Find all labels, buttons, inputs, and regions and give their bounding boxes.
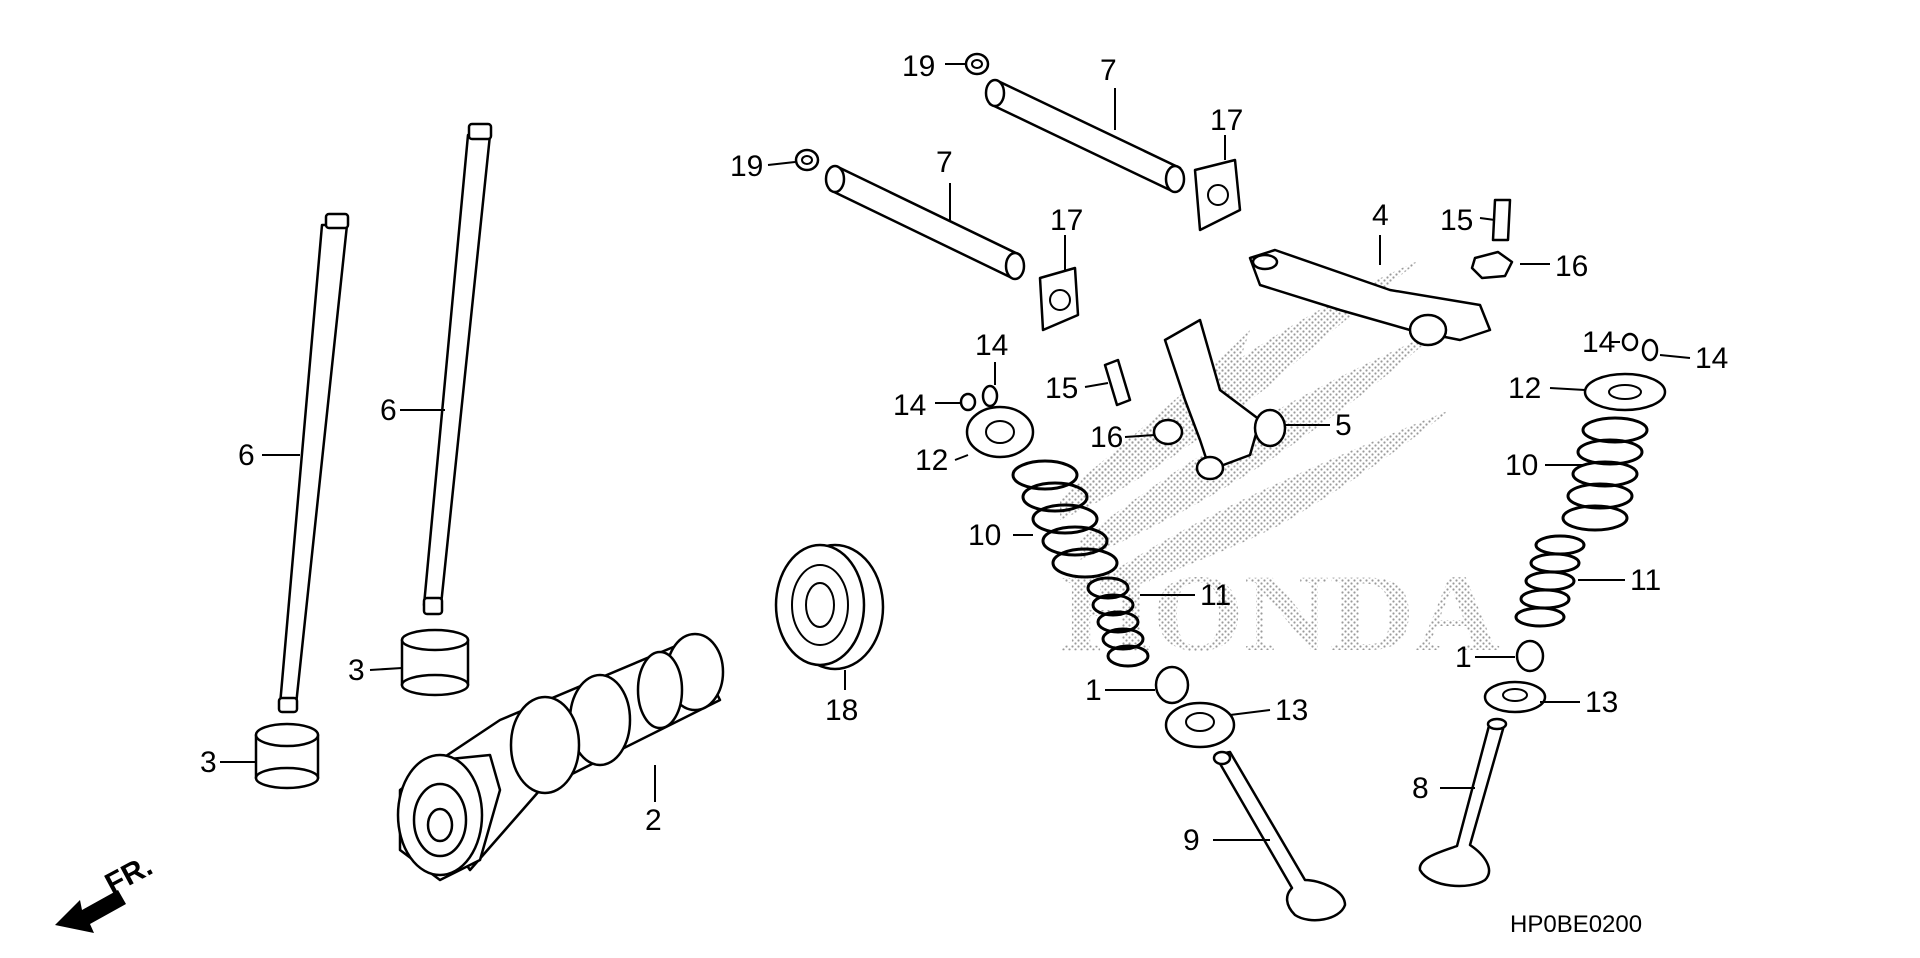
washer-upper (964, 52, 990, 76)
callout-3: 3 (348, 654, 365, 687)
stem-seal-left (1154, 665, 1190, 705)
callout-17: 17 (1210, 104, 1243, 137)
callout-15: 15 (1440, 204, 1473, 237)
spring-seat-right (1483, 680, 1547, 714)
callout-1: 1 (1085, 674, 1102, 707)
diagram-code: HP0BE0200 (1510, 911, 1642, 938)
callout-15: 15 (1045, 372, 1078, 405)
lock-nut-left (1152, 418, 1184, 446)
inner-spring-left (1086, 576, 1150, 668)
callout-12: 12 (915, 444, 948, 477)
plate-upper (1193, 158, 1242, 232)
honda-wing-watermark: HONDA (1060, 260, 1500, 674)
callout-13: 13 (1585, 686, 1618, 719)
lock-nut-right (1470, 250, 1514, 280)
callout-8: 8 (1412, 772, 1429, 805)
cotters-right (1621, 332, 1659, 362)
exhaust-valve (1212, 750, 1347, 922)
outer-spring-right (1561, 416, 1649, 532)
inner-spring-right (1514, 534, 1586, 628)
washer-lower (794, 148, 820, 172)
callout-6: 6 (238, 439, 255, 472)
tappet-lower (254, 722, 320, 790)
callout-7: 7 (1100, 54, 1117, 87)
callout-19: 19 (730, 150, 763, 183)
callout-9: 9 (1183, 824, 1200, 857)
adjusting-screw-left (1103, 358, 1132, 407)
callout-14: 14 (893, 389, 926, 422)
rocker-arm-exhaust (1248, 248, 1492, 347)
rocker-shaft-upper (984, 78, 1186, 194)
cotters-left (959, 384, 999, 412)
callout-16: 16 (1090, 421, 1123, 454)
callout-19: 19 (902, 50, 935, 83)
callout-10: 10 (1505, 449, 1538, 482)
callout-6: 6 (380, 394, 397, 427)
front-arrow-icon (55, 890, 126, 933)
rocker-arm-intake (1163, 318, 1287, 481)
retainer-left (965, 405, 1035, 459)
pushrod-right (422, 122, 493, 616)
callout-14: 14 (975, 329, 1008, 362)
callout-4: 4 (1372, 199, 1389, 232)
stem-seal-right (1515, 639, 1545, 673)
front-label: FR. (100, 849, 158, 901)
callout-17: 17 (1050, 204, 1083, 237)
retainer-right (1583, 372, 1667, 412)
intake-valve (1418, 717, 1508, 888)
plate-lower (1038, 266, 1080, 332)
callout-13: 13 (1275, 694, 1308, 727)
callout-1: 1 (1455, 641, 1472, 674)
pushrod-left (277, 212, 350, 714)
callout-10: 10 (968, 519, 1001, 552)
spring-seat-left (1164, 701, 1236, 749)
bearing (774, 543, 885, 671)
callout-14: 14 (1582, 326, 1615, 359)
honda-watermark-text: HONDA (1060, 552, 1500, 674)
camshaft (396, 632, 725, 882)
callout-3: 3 (200, 746, 217, 779)
leader-lines (220, 63, 1691, 841)
callout-11: 11 (1200, 579, 1231, 612)
callout-12: 12 (1508, 372, 1541, 405)
callout-16: 16 (1555, 250, 1588, 283)
callout-11: 11 (1630, 564, 1661, 597)
callout-18: 18 (825, 694, 858, 727)
rocker-shaft-lower (824, 164, 1026, 281)
callout-5: 5 (1335, 409, 1352, 442)
callout-2: 2 (645, 804, 662, 837)
callout-7: 7 (936, 146, 953, 179)
outer-spring-left (1011, 459, 1119, 579)
callout-14: 14 (1695, 342, 1728, 375)
tappet-upper (400, 628, 470, 697)
adjusting-screw-right (1491, 198, 1512, 242)
